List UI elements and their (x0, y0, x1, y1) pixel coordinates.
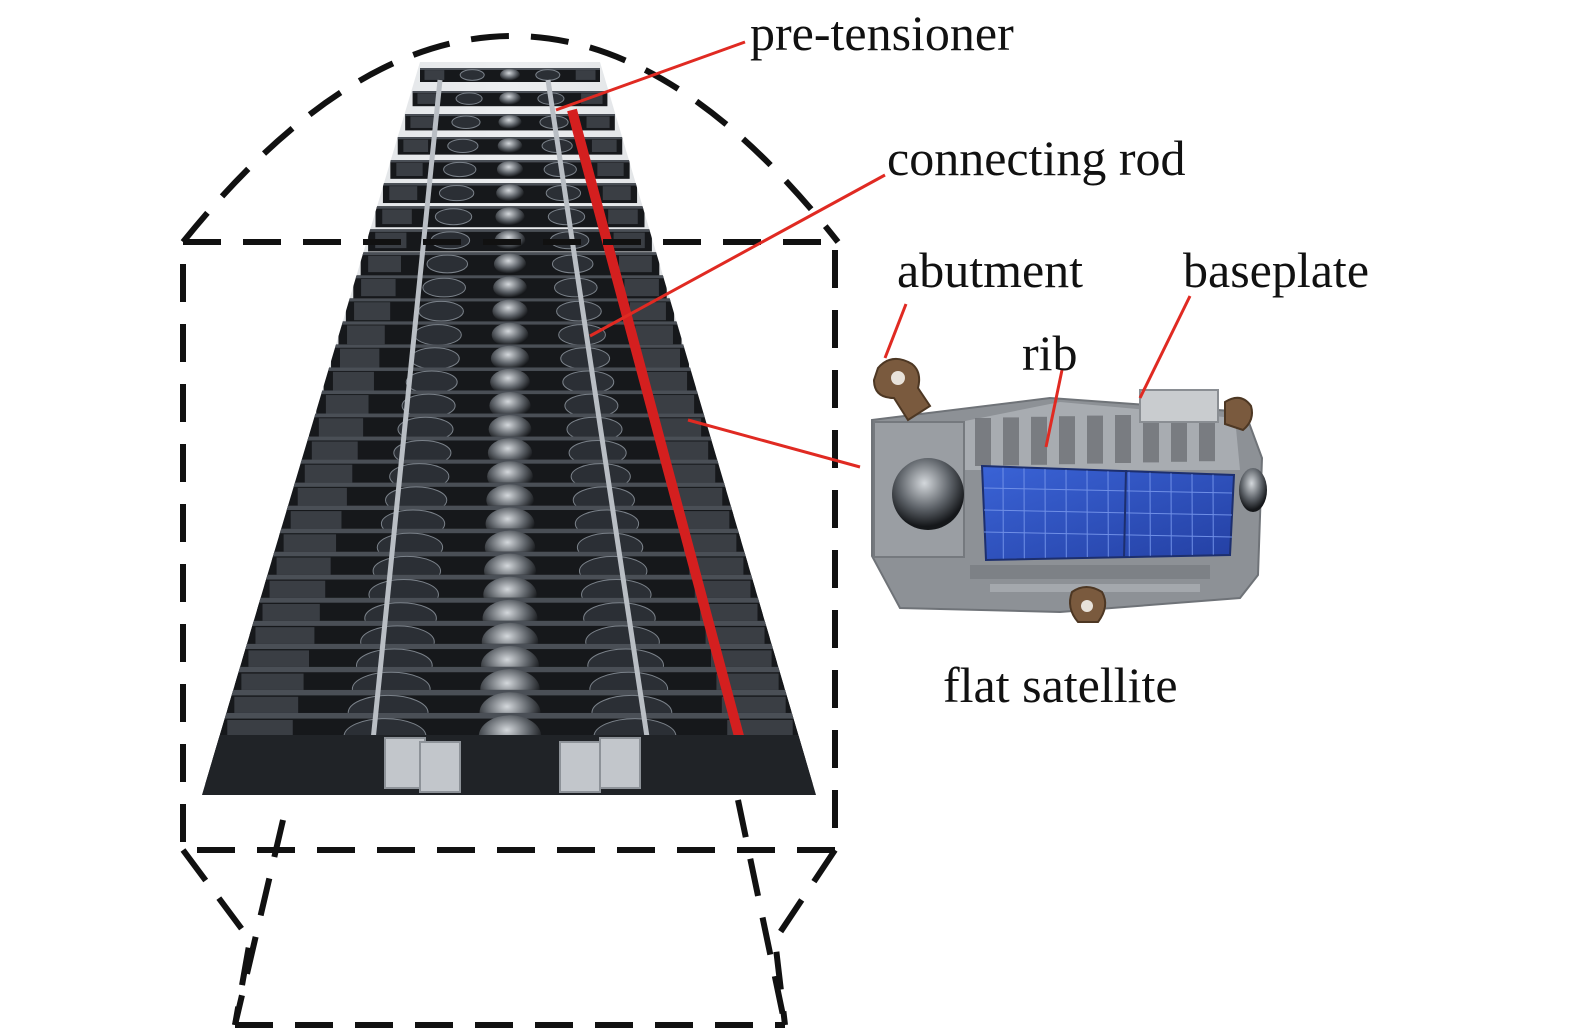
fairing-nose-dashed (180, 33, 841, 244)
flat-satellite-pointer-leader (687, 418, 861, 469)
fairing-lower-right-dashed (771, 848, 838, 1026)
fairing-body-dashed (180, 239, 838, 853)
connecting-rod-leader (589, 173, 886, 338)
connecting-rod-right (545, 79, 658, 791)
rib-label: rib (1022, 325, 1078, 381)
solar-panel-grid (983, 467, 1233, 559)
fairing-lower-left-dashed (180, 848, 254, 1026)
leader-lines (555, 40, 1192, 469)
flat-satellite-label: flat satellite (943, 657, 1178, 713)
baseplate-leader (1138, 295, 1192, 399)
pre-tensioner-leader (555, 40, 746, 112)
rib-leader (1044, 369, 1064, 448)
flat-satellite-image (871, 357, 1267, 623)
tension-strap (567, 108, 761, 795)
connecting-rod-label: connecting rod (887, 130, 1186, 186)
fairing-bottom-inner-right-dashed (735, 799, 788, 1026)
abutment-leader (883, 303, 908, 359)
fairing-outline (180, 33, 841, 1028)
fairing-bottom-inner-dashed (232, 819, 286, 1026)
abutment-bracket (872, 357, 932, 422)
baseplate-label: baseplate (1183, 242, 1370, 298)
rib-structures (975, 413, 1215, 466)
connecting-rod-left (365, 79, 443, 791)
abutment-label: abutment (897, 242, 1084, 298)
pre-tensioner-label: pre-tensioner (750, 5, 1014, 61)
antenna-dome (892, 458, 964, 530)
